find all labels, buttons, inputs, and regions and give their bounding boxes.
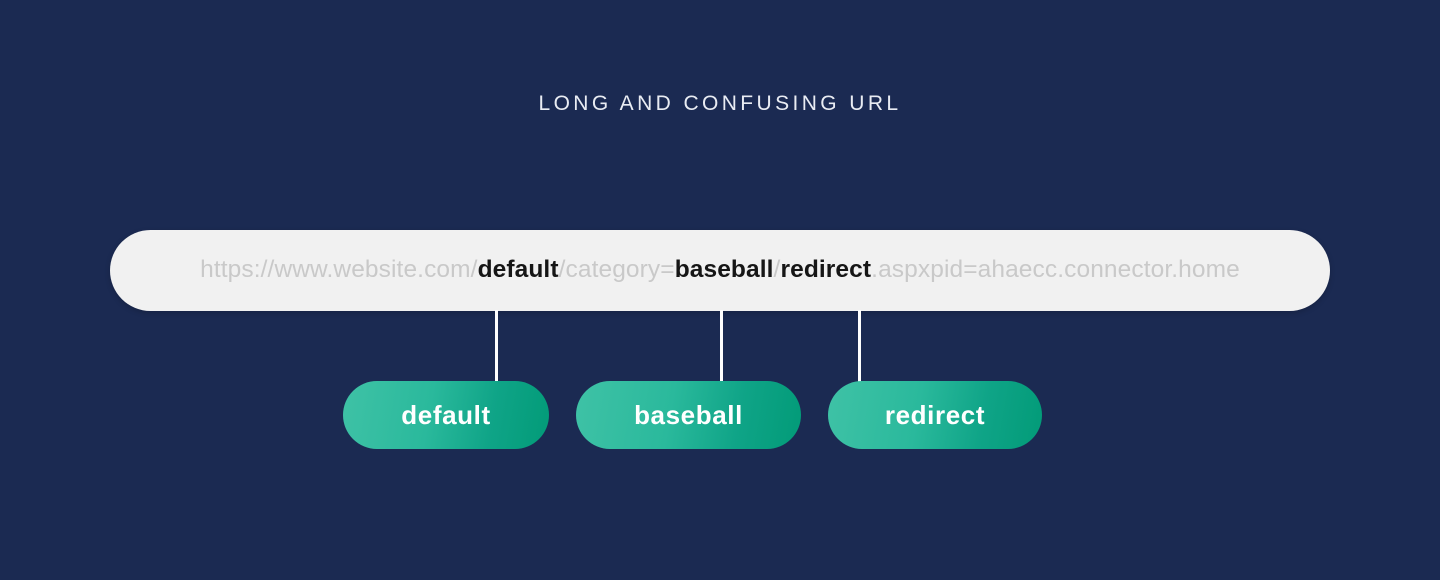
url-segment-slash: / [773, 256, 781, 284]
url-segment-domain: https://www.website.com/ [200, 256, 478, 284]
url-segment-redirect: redirect [780, 256, 872, 284]
url-segment-default: default [477, 256, 559, 284]
url-text: https://www.website.com/default/category… [200, 258, 1240, 283]
url-segment-category: /category= [558, 256, 675, 284]
connector-line-baseball [720, 310, 723, 383]
pill-baseball[interactable]: baseball [576, 381, 801, 449]
connector-line-redirect [858, 310, 861, 383]
pill-redirect[interactable]: redirect [828, 381, 1042, 449]
url-segment-baseball: baseball [674, 256, 774, 284]
page-title: LONG AND CONFUSING URL [538, 92, 902, 115]
connector-line-default [495, 310, 498, 383]
url-segment-tail: .aspxpid=ahaecc.connector.home [871, 256, 1240, 284]
url-bar[interactable]: https://www.website.com/default/category… [110, 230, 1330, 311]
pill-default[interactable]: default [343, 381, 549, 449]
